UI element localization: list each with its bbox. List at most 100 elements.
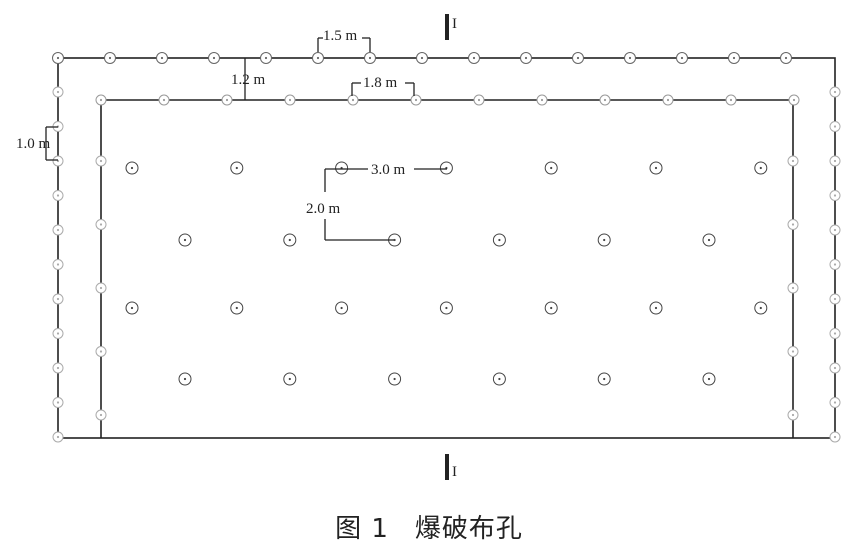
perimeter-hole — [364, 52, 376, 64]
section-mark-bottom: I — [445, 454, 457, 480]
side-hole-outer — [829, 190, 841, 201]
dim-label-main-vertical: 2.0 m — [306, 201, 341, 217]
main-blasthole — [492, 233, 506, 247]
dim-label-perimeter-spacing: 1.5 m — [323, 28, 358, 44]
perimeter-hole — [572, 52, 584, 64]
perimeter-hole — [624, 52, 636, 64]
figure-number: 图 1 — [335, 514, 389, 544]
section-mark-top-label: I — [452, 16, 457, 32]
main-blasthole — [649, 161, 663, 175]
perimeter-hole — [312, 52, 324, 64]
perimeter-hole — [52, 52, 64, 64]
section-mark-top: I — [445, 14, 457, 40]
buffer-hole — [473, 94, 485, 106]
perimeter-hole — [468, 52, 480, 64]
main-blasthole — [754, 161, 768, 175]
main-blasthole — [178, 372, 192, 386]
main-blasthole — [597, 372, 611, 386]
dim-label-main-horizontal: 3.0 m — [371, 162, 406, 178]
side-hole-outer — [829, 431, 841, 443]
side-hole-outer — [829, 362, 841, 374]
side-hole-outer — [829, 86, 841, 98]
perimeter-hole — [780, 52, 792, 64]
outer-contour-line — [57, 57, 836, 439]
buffer-hole — [599, 94, 611, 106]
side-hole-outer — [52, 259, 64, 270]
perimeter-hole — [156, 52, 168, 64]
buffer-hole — [347, 94, 359, 106]
main-blasthole — [544, 301, 558, 315]
figure-title: 爆破布孔 — [414, 514, 523, 544]
side-hole-outer — [829, 293, 841, 305]
side-hole-outer — [52, 86, 64, 98]
main-blasthole — [283, 233, 297, 247]
main-blasthole — [178, 233, 192, 247]
main-blasthole — [754, 301, 768, 315]
perimeter-hole — [728, 52, 740, 64]
side-hole-inner — [787, 219, 799, 230]
side-hole-inner — [787, 282, 799, 294]
side-hole-outer — [52, 190, 64, 201]
buffer-hole — [284, 94, 296, 106]
buffer-hole — [788, 94, 800, 106]
main-blasthole — [125, 301, 139, 315]
perimeter-hole — [208, 52, 220, 64]
main-blasthole — [649, 301, 663, 315]
side-hole-inner — [95, 219, 107, 230]
buffer-hole — [221, 94, 233, 106]
buffer-hole — [410, 94, 422, 106]
side-hole-outer — [52, 362, 64, 374]
side-hole-inner — [787, 155, 799, 167]
dim-label-buffer-spacing: 1.8 m — [363, 75, 398, 91]
main-blasthole — [702, 233, 716, 247]
buffer-hole — [662, 94, 674, 106]
dim-label-row-offset: 1.2 m — [231, 72, 266, 88]
buffer-hole — [725, 94, 737, 106]
buffer-hole — [158, 94, 170, 106]
side-hole-outer — [52, 293, 64, 305]
side-hole-outer — [52, 224, 64, 236]
blastholes — [52, 52, 841, 443]
side-hole-outer — [52, 328, 64, 339]
side-hole-inner — [95, 155, 107, 167]
dimension-lines — [45, 37, 447, 241]
side-hole-inner — [95, 409, 107, 421]
dim-label-side-spacing: 1.0 m — [16, 136, 51, 152]
main-blasthole — [230, 301, 244, 315]
side-hole-inner — [787, 346, 799, 357]
main-blasthole — [702, 372, 716, 386]
perimeter-hole — [416, 52, 428, 64]
main-blasthole — [335, 161, 349, 175]
side-hole-outer — [829, 259, 841, 270]
perimeter-hole — [520, 52, 532, 64]
main-blasthole — [283, 372, 297, 386]
side-hole-outer — [52, 431, 64, 443]
main-blasthole — [439, 161, 453, 175]
main-blasthole — [544, 161, 558, 175]
main-blasthole — [335, 301, 349, 315]
side-hole-inner — [787, 409, 799, 421]
side-hole-inner — [95, 346, 107, 357]
inner-buffer-line — [100, 99, 794, 438]
main-blasthole — [439, 301, 453, 315]
perimeter-hole — [676, 52, 688, 64]
buffer-hole — [95, 94, 107, 106]
section-mark-bottom-label: I — [452, 464, 457, 480]
side-hole-outer — [829, 328, 841, 339]
side-hole-outer — [829, 224, 841, 236]
side-hole-outer — [52, 397, 64, 408]
main-blasthole — [388, 372, 402, 386]
side-hole-inner — [95, 282, 107, 294]
figure-caption: 图 1 爆破布孔 — [0, 508, 858, 545]
side-hole-outer — [829, 155, 841, 167]
perimeter-hole — [260, 52, 272, 64]
main-blasthole — [230, 161, 244, 175]
side-hole-outer — [829, 397, 841, 408]
buffer-hole — [536, 94, 548, 106]
main-blasthole — [125, 161, 139, 175]
main-blasthole — [492, 372, 506, 386]
side-hole-outer — [829, 121, 841, 132]
perimeter-hole — [104, 52, 116, 64]
side-hole-outer — [52, 155, 64, 167]
